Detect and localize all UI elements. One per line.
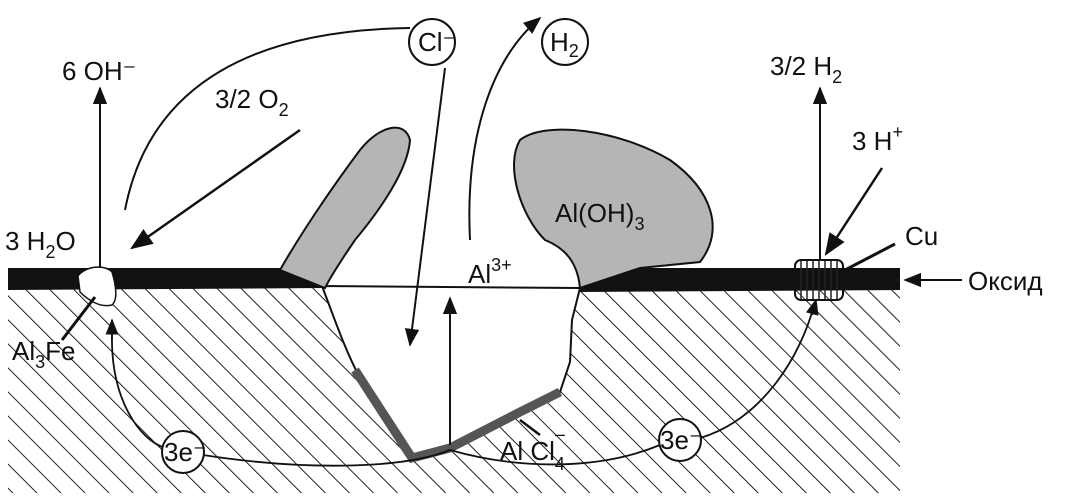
- label-electrons-left: 3e⁻: [164, 437, 207, 467]
- label-copper: Cu: [905, 221, 938, 251]
- cu-inclusion: [794, 259, 844, 301]
- label-hydrogen: H2: [550, 27, 579, 61]
- al3fe-pointer: [60, 296, 97, 341]
- deposit-al-oh-3: [513, 128, 714, 290]
- label-water: 3 H2O: [5, 226, 76, 262]
- label-electrons-right: 3e⁻: [660, 425, 703, 455]
- label-hydroxide: 6 OH⁻: [62, 56, 136, 86]
- proton-arrow: [824, 167, 884, 256]
- o2-arrow: [130, 128, 301, 250]
- electron-path: [111, 301, 816, 467]
- label-alcl4: Al Cl4–: [500, 424, 565, 474]
- label-al-oh-3: Al(OH)3: [555, 198, 644, 234]
- cu-pointer: [844, 242, 896, 272]
- label-chloride: Cl⁻: [418, 27, 456, 57]
- label-h2-right: 3/2 H2: [770, 51, 842, 87]
- chloride-arrow: [404, 67, 446, 347]
- electron-arrow-right: [805, 298, 819, 316]
- hydrogen-circle: [541, 18, 589, 66]
- chloride-curve-arrow: [124, 27, 411, 211]
- chloride-circle: [408, 18, 456, 66]
- electrons-left-circle: [161, 430, 205, 474]
- label-protons: 3 H+: [852, 122, 903, 156]
- label-oxygen: 3/2 O2: [215, 84, 289, 120]
- label-oxide: Оксид: [968, 266, 1043, 296]
- h2-curve-arrow: [468, 16, 542, 241]
- alcl4-pointer: [519, 419, 541, 436]
- oxide-layer-left: [8, 268, 325, 290]
- label-aluminium-ion: Al3+: [468, 255, 512, 289]
- electrons-right-circle: [658, 418, 702, 462]
- deposit-left: [278, 126, 412, 290]
- pit-rim-alcl4: [351, 367, 563, 464]
- label-al3fe: Al3Fe: [12, 336, 75, 372]
